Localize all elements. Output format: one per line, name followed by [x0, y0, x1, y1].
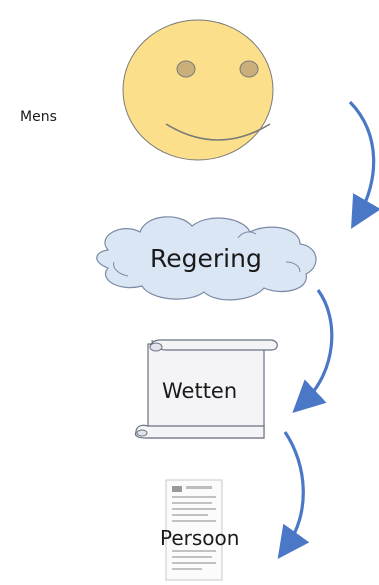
label-persoon: Persoon — [160, 526, 239, 550]
document-form-icon — [165, 479, 223, 581]
scroll-shape — [134, 339, 278, 439]
arrow-wetten-to-persoon — [277, 431, 310, 559]
arrow-mens-to-regering — [348, 100, 379, 229]
cloud-shape — [96, 216, 317, 301]
smiley-face-icon — [122, 19, 274, 161]
label-mens: Mens — [20, 109, 57, 125]
label-wetten: Wetten — [162, 379, 237, 403]
label-regering: Regering — [150, 244, 262, 273]
arrow-regering-to-wetten — [292, 289, 334, 413]
